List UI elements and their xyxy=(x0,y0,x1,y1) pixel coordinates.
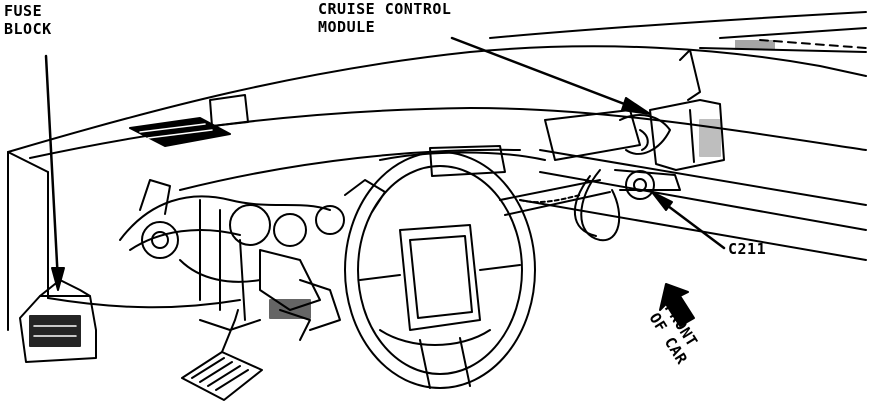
connector-c211-label: C211 xyxy=(728,240,767,258)
dashboard-face xyxy=(7,109,867,331)
fuse-block-label: FUSE BLOCK xyxy=(4,2,52,38)
fuse-block-label-line2: BLOCK xyxy=(4,20,52,38)
brake-pedal-shape xyxy=(181,309,263,401)
fuse-block-label-line1: FUSE xyxy=(4,2,43,20)
steering-wheel-shape xyxy=(344,151,536,389)
c211-connector-shape xyxy=(574,169,681,242)
dashboard-top xyxy=(7,45,867,191)
cruise-label-line1: CRUISE CONTROL xyxy=(318,0,452,18)
cruise-control-module-label: CRUISE CONTROL MODULE xyxy=(318,0,451,36)
front-of-car-arrow xyxy=(659,283,695,327)
steering-column xyxy=(499,179,611,216)
leader-arrows xyxy=(44,36,726,291)
windshield-outline xyxy=(489,11,867,53)
under-dash-wiring xyxy=(119,179,345,341)
cruise-label-line2: MODULE xyxy=(318,18,376,36)
cruise-module-shape xyxy=(619,49,725,171)
fuse-block-shape xyxy=(19,279,97,363)
